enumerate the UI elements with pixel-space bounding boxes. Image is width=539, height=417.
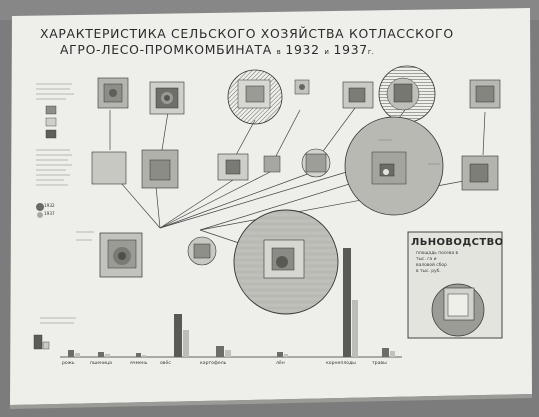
bottom-label: корнеплоды [326,361,356,366]
poster-title-line1: ХАРАКТЕРИСТИКА СЕЛЬСКОГО ХОЗЯЙСТВА КОТЛА… [40,26,454,41]
paper-shadow-edge [10,394,532,409]
bottom-bar-chart [60,248,402,358]
bottom-label: овёс [160,361,171,366]
paper-sheet [10,8,532,405]
title-and: и [324,48,329,56]
legend-year-1937: 1937 [44,211,55,216]
annotation-scribbles [36,83,440,324]
bottom-label: пшеница [90,361,112,366]
lower-central-figures [99,209,339,315]
flax-box-line2: тыс. га и [416,257,437,262]
middle-row-figures [91,116,499,216]
legend-year-1932: 1932 [44,203,55,208]
bottom-label: ячмень [130,361,148,366]
left-legend [33,105,57,350]
bottom-label: рожь [62,361,75,366]
title-in: в [276,48,281,56]
flax-box-line1: площадь посева в [416,251,459,256]
title-year1: 1932 [285,42,320,57]
title-suffix: г. [367,48,374,56]
title-year2: 1937 [333,42,368,57]
bottom-label: травы [372,361,387,366]
top-row-figures [97,65,501,125]
flax-box-title: ЛЬНОВОДСТВО [411,237,504,248]
flax-box [407,231,503,339]
bottom-label: лён [276,361,285,366]
title-org: АГРО-ЛЕСО-ПРОМКОМБИНАТА [60,42,272,57]
poster-title-line2: АГРО-ЛЕСО-ПРОМКОМБИНАТА в 1932 и 1937г. [60,42,374,57]
flax-box-line4: в тыс. руб. [416,269,441,274]
bottom-label: картофель [200,361,227,366]
flax-box-line3: валовой сбор [416,263,447,268]
